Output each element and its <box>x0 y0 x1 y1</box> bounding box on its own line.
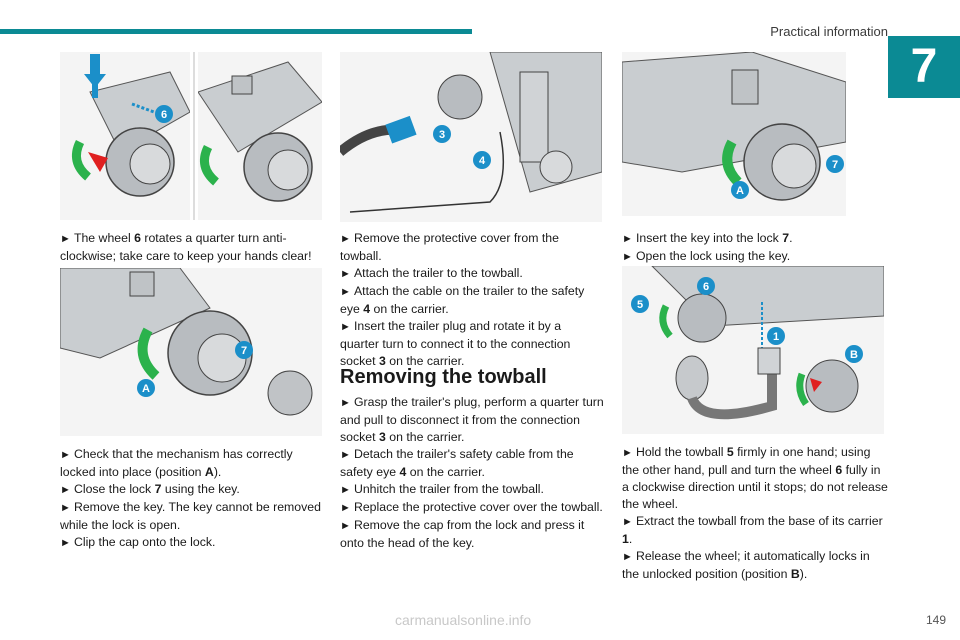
col3-para2: ► Hold the towball 5 firmly in one hand;… <box>622 444 890 583</box>
instruction-line: ► Unhitch the trailer from the towball. <box>340 482 544 496</box>
callout-6 <box>155 105 173 123</box>
callout-3-label: 3 <box>439 129 445 141</box>
figure-cap-removal: 7 A <box>60 268 322 436</box>
callout-B-label: B <box>850 349 858 361</box>
heading-removing-towball: Removing the towball <box>340 366 547 388</box>
col2-para1: ► Remove the protective cover from the t… <box>340 230 602 370</box>
instruction-line: ► Remove the cap from the lock and press… <box>340 518 585 550</box>
instruction-line: ► Release the wheel; it automatically lo… <box>622 549 870 581</box>
figure-trailer-connection: 3 4 <box>340 52 602 222</box>
figure-towball-extraction: 6 5 1 B <box>622 266 884 434</box>
col1-para2: ► Check that the mechanism has correctly… <box>60 446 322 552</box>
callout-7b-label: 7 <box>241 345 247 357</box>
figure-divider <box>193 52 195 220</box>
instruction-line: ► Attach the trailer to the towball. <box>340 266 523 280</box>
instruction-line: ► Remove the protective cover from the t… <box>340 231 559 263</box>
instruction-line: ► The wheel 6 rotates a quarter turn ant… <box>60 231 312 263</box>
instruction-line: ► Remove the key. The key cannot be remo… <box>60 500 321 532</box>
instruction-line: ► Clip the cap onto the lock. <box>60 535 216 549</box>
callout-7-label: 7 <box>832 159 838 171</box>
col2-para2: ► Grasp the trailer's plug, perform a qu… <box>340 394 606 552</box>
figure-wheel-rotation: 6 <box>60 52 190 220</box>
header-accent-bar <box>0 29 472 34</box>
instruction-line: ► Close the lock 7 using the key. <box>60 482 240 496</box>
figure-wheel-locked <box>198 52 322 220</box>
callout-Ab-label: A <box>142 383 150 395</box>
instruction-line: ► Detach the trailer's safety cable from… <box>340 447 574 479</box>
col3-para1: ► Insert the key into the lock 7. ► Open … <box>622 230 884 266</box>
instruction-line: ► Attach the cable on the trailer to the… <box>340 284 585 316</box>
callout-5-label: 5 <box>637 299 643 311</box>
callout-6b-label: 6 <box>703 281 709 293</box>
instruction-line: ► Insert the key into the lock 7. <box>622 231 793 245</box>
watermark: carmanualsonline.info <box>395 612 532 628</box>
instruction-line: ► Check that the mechanism has correctly… <box>60 447 293 479</box>
instruction-line: ► Extract the towball from the base of i… <box>622 514 883 546</box>
callout-6-label: 6 <box>161 109 167 121</box>
instruction-line: ► Grasp the trailer's plug, perform a qu… <box>340 395 604 444</box>
page-number: 149 <box>925 613 946 627</box>
instruction-line: ► Replace the protective cover over the … <box>340 500 603 514</box>
instruction-line: ► Open the lock using the key. <box>622 249 791 263</box>
figure-insert-key: 7 A <box>622 52 846 216</box>
section-title: Practical information <box>770 24 888 39</box>
instruction-line: ► Hold the towball 5 firmly in one hand;… <box>622 445 888 511</box>
chapter-number-tab: 7 <box>888 36 960 98</box>
col1-para1: ► The wheel 6 rotates a quarter turn ant… <box>60 230 322 265</box>
callout-1-label: 1 <box>773 331 779 343</box>
callout-A-label: A <box>736 185 744 197</box>
callout-4-label: 4 <box>479 155 486 167</box>
instruction-line: ► Insert the trailer plug and rotate it … <box>340 319 571 368</box>
